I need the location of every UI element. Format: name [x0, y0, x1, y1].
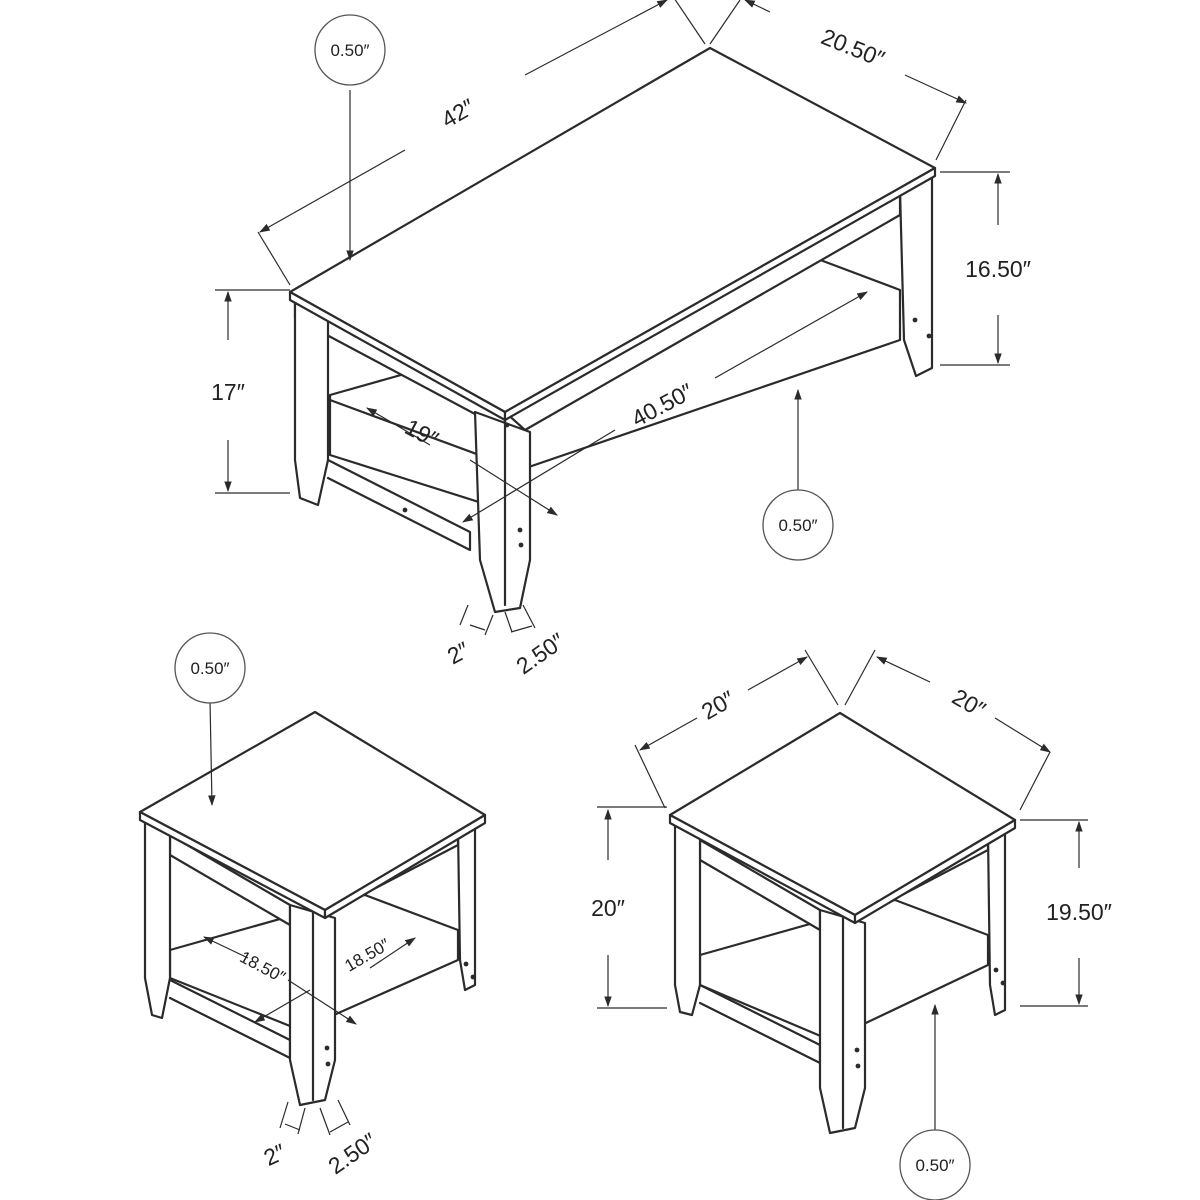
right-end-apron-height-label: 19.50″ [1046, 899, 1112, 925]
coffee-shelf-thickness-callout [762, 489, 834, 561]
left-end-top-thickness-callout [174, 632, 246, 704]
left-end-top-thickness-label: 0.50″ [190, 659, 229, 678]
coffee-top-thickness-callout [314, 14, 386, 86]
coffee-height-label: 17″ [211, 379, 245, 405]
right-end-shelf-thickness-callout [899, 1129, 971, 1200]
right-end-table-dimensions [597, 649, 1088, 1200]
left-end-table-dimensions [174, 632, 416, 1136]
left-end-leg-depth-label: 2.50″ [323, 1128, 381, 1180]
coffee-table-dimensions [215, 0, 1010, 636]
coffee-length-label: 42″ [437, 93, 479, 132]
right-end-width-label: 20″ [697, 685, 739, 724]
right-end-shelf-thickness-label: 0.50″ [915, 1156, 954, 1175]
left-end-table-drawing [138, 710, 487, 1107]
coffee-table-drawing [288, 46, 937, 614]
coffee-top-thickness-label: 0.50″ [330, 41, 369, 60]
coffee-shelf-thickness-label: 0.50″ [778, 516, 817, 535]
coffee-leg-depth-label: 2.50″ [511, 628, 569, 680]
left-end-leg-width-label: 2″ [260, 1139, 290, 1171]
right-end-depth-label: 20″ [948, 683, 990, 722]
right-end-table-drawing [668, 711, 1017, 1135]
coffee-leg-width-label: 2″ [443, 637, 474, 670]
coffee-width-label: 20.50″ [818, 23, 889, 72]
right-end-height-label: 20″ [591, 895, 625, 921]
coffee-apron-height-label: 16.50″ [965, 256, 1031, 282]
